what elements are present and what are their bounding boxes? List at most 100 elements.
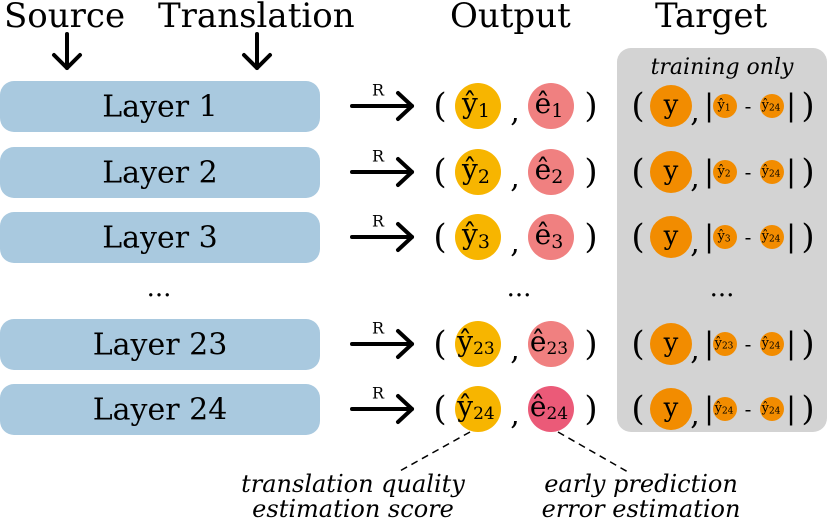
target-close-paren: ): [801, 389, 814, 429]
y-hat-small-circle: [713, 397, 737, 421]
target-open-paren: (: [631, 86, 644, 126]
abs-close-bar: |: [786, 327, 796, 362]
layer-label: Layer 1: [102, 90, 217, 125]
target-comma: ,: [690, 398, 700, 433]
abs-open-bar: |: [704, 89, 714, 124]
minus-sign: -: [745, 397, 752, 421]
ellipsis-layers: ...: [147, 273, 172, 303]
y-hat-ref-circle: [760, 397, 784, 421]
projection-arrow-icon: [350, 91, 414, 121]
y-hat-small-circle: [713, 332, 737, 356]
output-open-paren: (: [433, 217, 446, 257]
target-open-paren: (: [631, 217, 644, 257]
abs-open-bar: |: [704, 327, 714, 362]
layer-label: Layer 24: [93, 393, 228, 428]
y-target: y: [663, 156, 679, 186]
ellipsis-outputs: ...: [507, 273, 532, 303]
target-comma: ,: [690, 161, 700, 196]
y-target-circle: [650, 151, 692, 193]
output-close-paren: ): [584, 389, 597, 429]
quality-pointer-line: [397, 431, 471, 473]
y-target-circle: [650, 388, 692, 430]
target-open-paren: (: [631, 152, 644, 192]
e-hat-circle: [528, 149, 574, 195]
e-hat-error: ê1: [535, 87, 564, 122]
y-hat-ref-circle: [760, 94, 784, 118]
layer-label: Layer 23: [93, 328, 228, 363]
target-open-paren: (: [631, 389, 644, 429]
y-hat-score: ŷ1: [461, 87, 490, 122]
error-annotation-line2: error estimation: [542, 495, 741, 520]
output-open-paren: (: [433, 324, 446, 364]
y-target: y: [663, 221, 679, 251]
y-hat-small-circle: [713, 225, 737, 249]
output-comma: ,: [510, 226, 520, 261]
projection-arrow-icon: [350, 394, 414, 424]
layer-box: [0, 81, 320, 132]
y-hat-reference: ŷ24: [761, 98, 781, 114]
e-hat-error: ê2: [535, 153, 564, 188]
header-target: Target: [655, 0, 767, 36]
arrow-head: [396, 91, 414, 121]
layer-box: [0, 319, 320, 370]
projection-label: R: [372, 147, 385, 166]
minus-sign: -: [745, 225, 752, 249]
output-comma: ,: [510, 95, 520, 130]
y-target-circle: [650, 323, 692, 365]
y-hat-ref-circle: [760, 225, 784, 249]
y-hat-score: ŷ3: [461, 218, 490, 253]
e-hat-circle: [528, 214, 574, 260]
y-hat-reference: ŷ24: [761, 336, 781, 352]
y-hat-ref-circle: [760, 332, 784, 356]
y-hat-small: ŷ24: [714, 401, 734, 417]
abs-close-bar: |: [786, 392, 796, 427]
y-hat-small-circle: [713, 160, 737, 184]
y-hat-ref-circle: [760, 160, 784, 184]
y-hat-score: ŷ2: [461, 153, 490, 188]
y-hat-reference: ŷ24: [761, 401, 781, 417]
abs-close-bar: |: [786, 220, 796, 255]
target-close-paren: ): [801, 86, 814, 126]
projection-arrow-icon: [350, 157, 414, 187]
output-comma: ,: [510, 398, 520, 433]
y-hat-small: ŷ3: [716, 229, 730, 245]
e-hat-circle: [528, 321, 574, 367]
output-close-paren: ): [584, 324, 597, 364]
abs-open-bar: |: [704, 392, 714, 427]
header-translation: Translation: [158, 0, 355, 36]
projection-arrow-icon: [350, 329, 414, 359]
translation-down-arrow-icon: [242, 32, 272, 70]
output-open-paren: (: [433, 389, 446, 429]
y-hat-small-circle: [713, 94, 737, 118]
source-down-arrow-icon: [52, 32, 82, 70]
y-hat-circle: [455, 386, 501, 432]
y-target-circle: [650, 216, 692, 258]
y-hat-circle: [455, 149, 501, 195]
abs-open-bar: |: [704, 220, 714, 255]
layer-label: Layer 3: [102, 221, 217, 256]
y-target-circle: [650, 85, 692, 127]
output-comma: ,: [510, 333, 520, 368]
e-hat-circle: [528, 386, 574, 432]
y-hat-reference: ŷ24: [761, 164, 781, 180]
quality-annotation-line2: estimation score: [252, 495, 454, 520]
e-hat-error: ê23: [530, 325, 568, 359]
arrow-head: [396, 222, 414, 252]
e-hat-circle: [528, 83, 574, 129]
layer-label: Layer 2: [102, 156, 217, 191]
minus-sign: -: [745, 332, 752, 356]
e-hat-error: ê24: [530, 390, 568, 424]
projection-arrow-icon: [350, 222, 414, 252]
output-close-paren: ): [584, 86, 597, 126]
abs-open-bar: |: [704, 155, 714, 190]
projection-label: R: [372, 319, 385, 338]
projection-label: R: [372, 384, 385, 403]
y-target: y: [663, 90, 679, 120]
target-open-paren: (: [631, 324, 644, 364]
minus-sign: -: [745, 94, 752, 118]
